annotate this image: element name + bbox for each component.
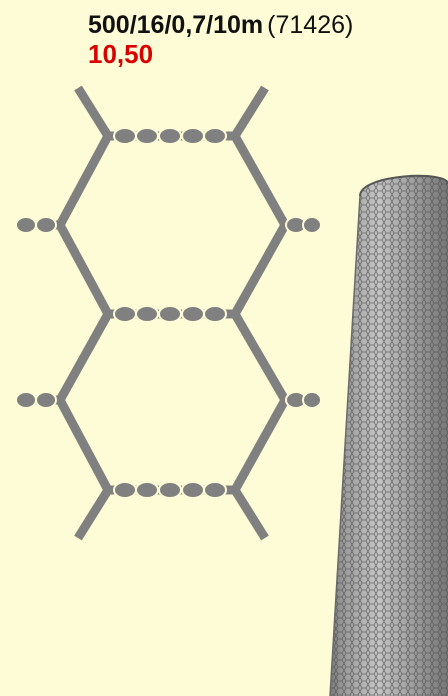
product-price: 10,50	[88, 39, 154, 69]
product-id: (71426)	[267, 11, 354, 39]
product-code: 500/16/0,7/10m	[88, 11, 264, 39]
hexagonal-mesh-diagram	[15, 85, 322, 541]
product-title: 500/16/0,7/10m(71426)	[88, 10, 444, 40]
wire-mesh-roll-image	[329, 174, 448, 696]
product-header: 500/16/0,7/10m(71426) 10,50	[88, 10, 444, 68]
